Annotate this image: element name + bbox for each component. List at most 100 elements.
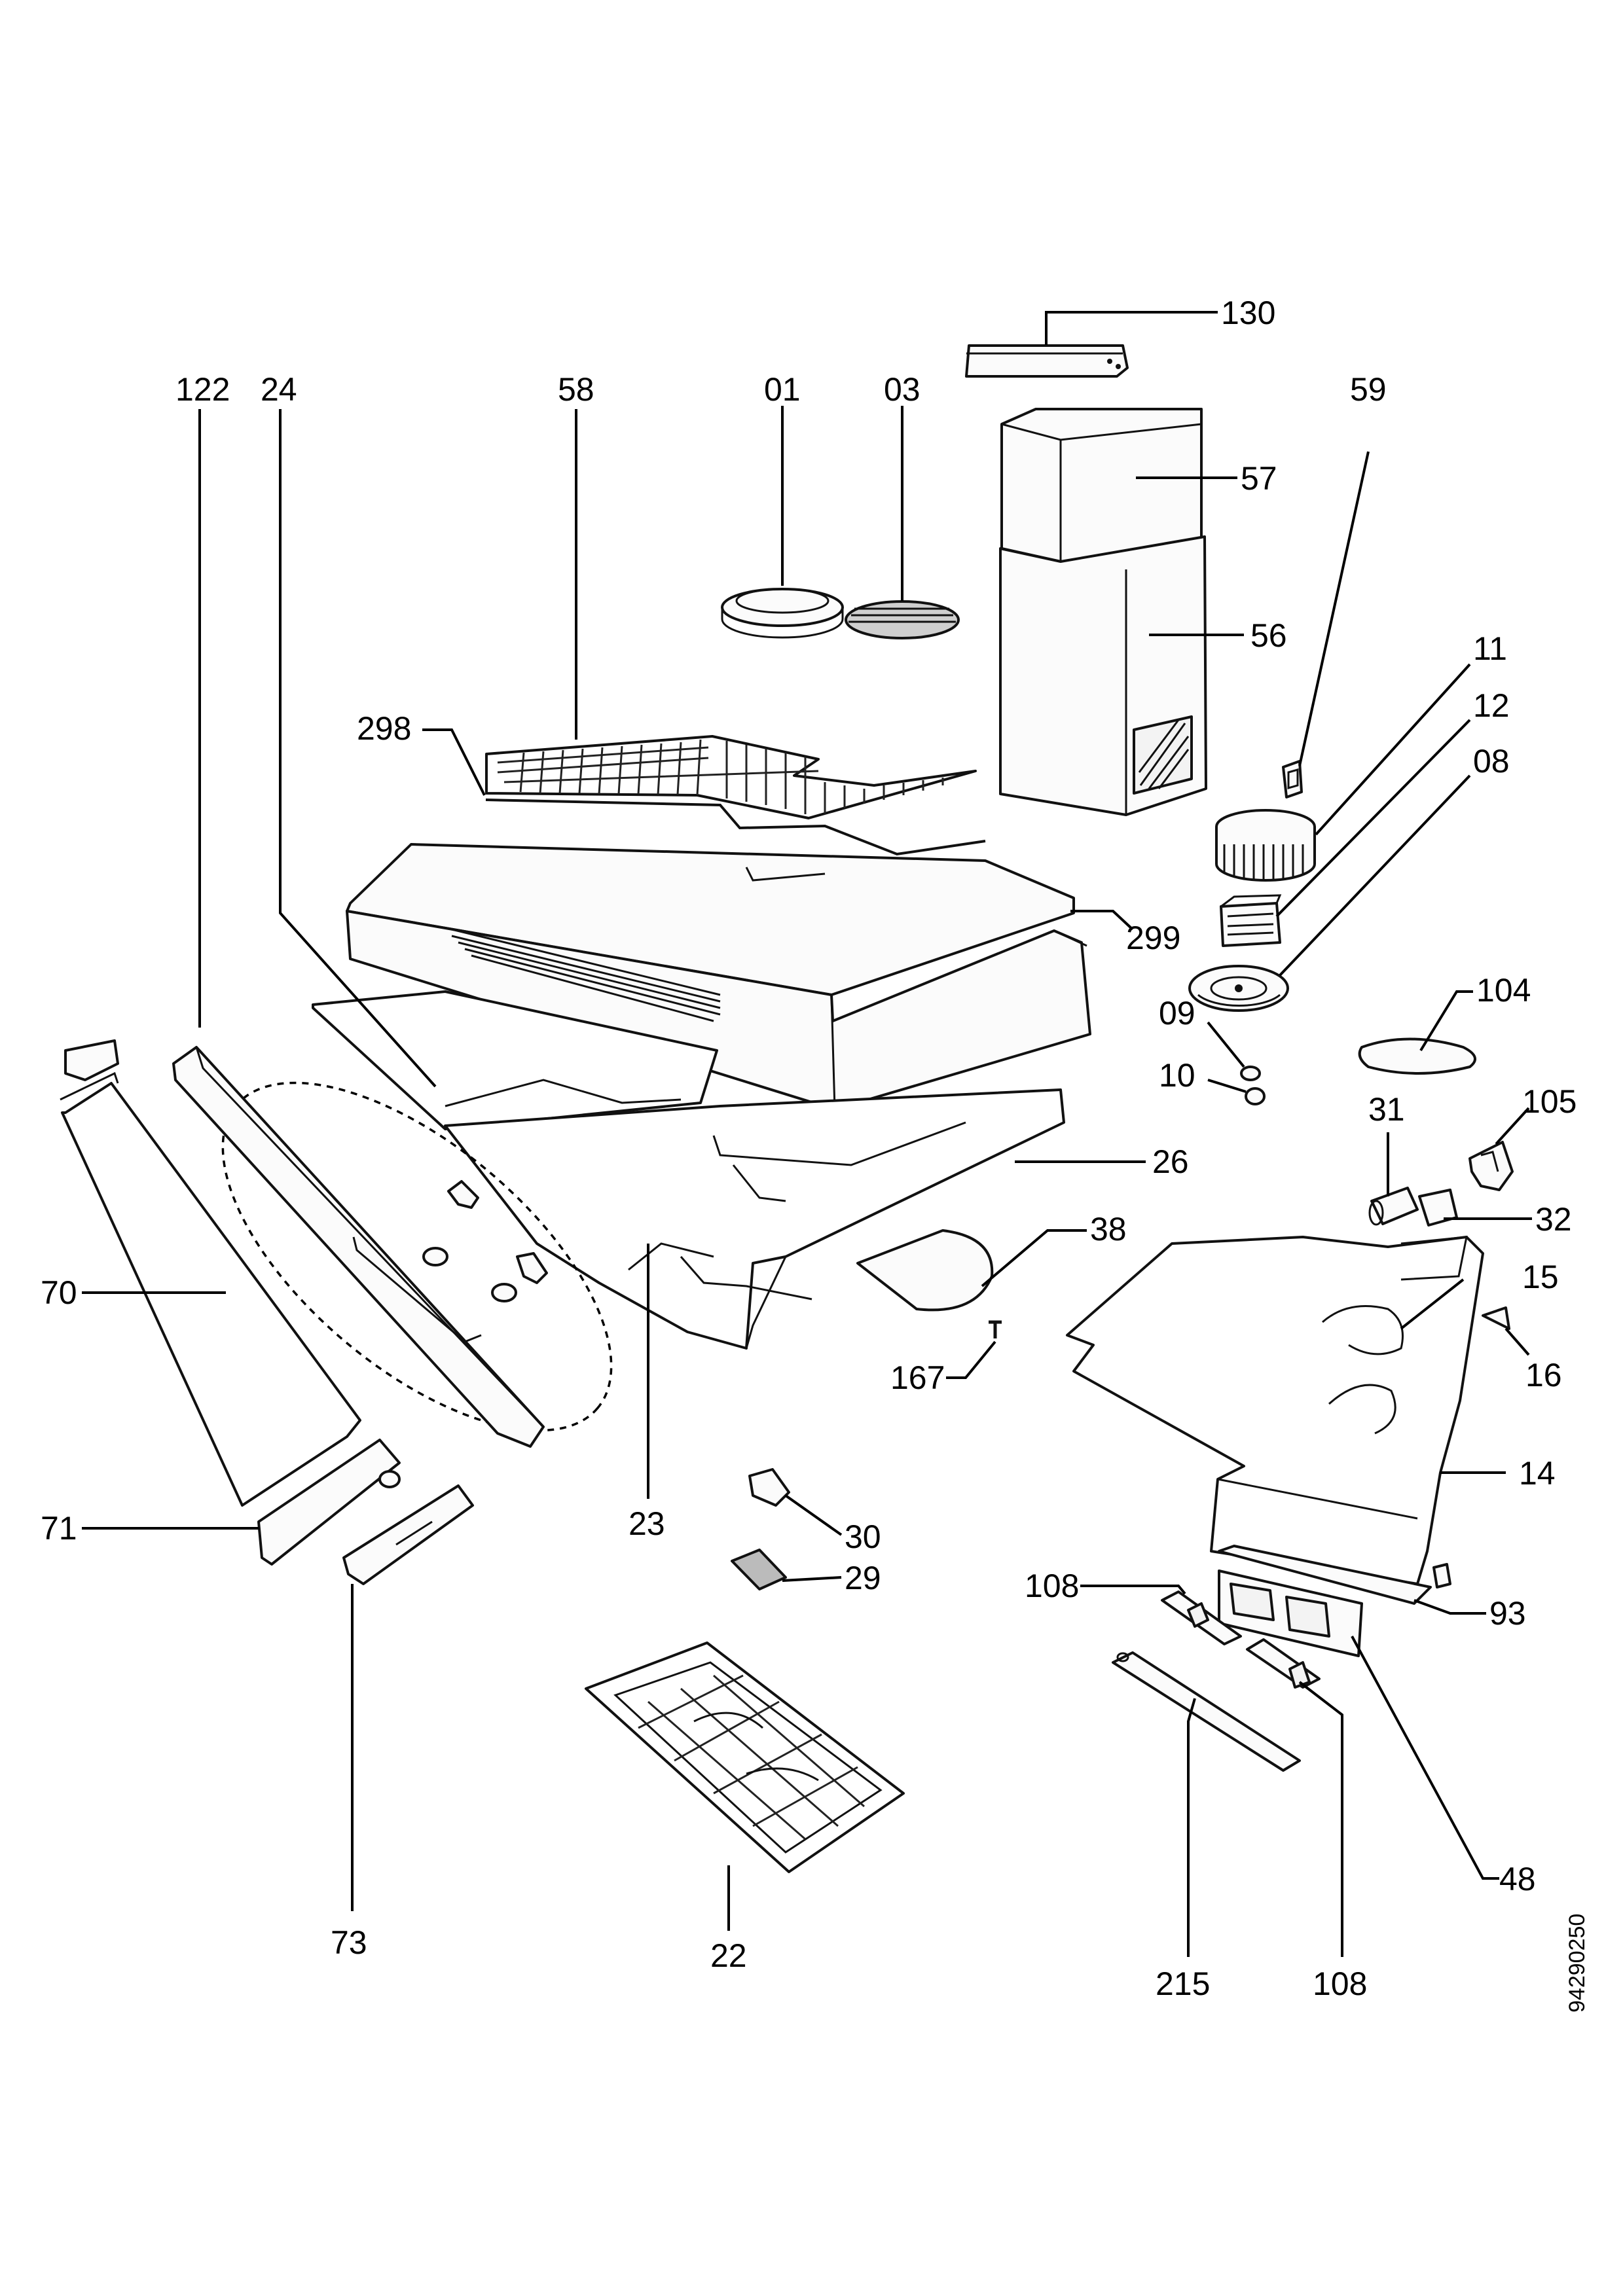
leader-59 — [1298, 451, 1370, 766]
leader-10 — [1207, 1079, 1247, 1093]
leader-29 — [782, 1576, 842, 1582]
part-104-lamp-cover — [1358, 1037, 1476, 1075]
callout-14: 14 — [1519, 1455, 1556, 1492]
callout-23: 23 — [629, 1505, 665, 1542]
leader-215 — [1187, 1698, 1196, 1957]
callout-70: 70 — [41, 1274, 77, 1311]
part-122-knobs — [422, 1180, 548, 1302]
leader-48 — [1351, 1636, 1499, 1880]
callout-57: 57 — [1241, 460, 1277, 497]
leader-108b — [1298, 1681, 1343, 1957]
leader-12 — [1275, 719, 1471, 918]
callout-56: 56 — [1250, 617, 1287, 654]
part-48-control-module — [1218, 1570, 1363, 1657]
part-09-knob — [1240, 1066, 1261, 1081]
leader-167 — [946, 1340, 996, 1379]
part-08-impeller — [1188, 965, 1289, 1012]
callout-105: 105 — [1522, 1083, 1577, 1120]
callout-298: 298 — [357, 710, 411, 747]
callout-03: 03 — [884, 371, 921, 408]
callout-48: 48 — [1499, 1861, 1536, 1897]
part-29-plate — [731, 1549, 787, 1590]
part-299-hood-body — [346, 843, 1091, 1111]
part-105-switch — [1468, 1141, 1514, 1191]
part-93-base-strip — [1218, 1545, 1432, 1605]
part-12-block — [1220, 894, 1282, 947]
callout-104: 104 — [1476, 972, 1531, 1009]
part-03-filter-disc — [845, 600, 960, 639]
callout-38: 38 — [1090, 1211, 1127, 1247]
leader-08 — [1279, 774, 1471, 977]
part-130-bracket — [965, 344, 1129, 378]
part-108a-bracket — [1161, 1590, 1242, 1645]
part-16-tab — [1482, 1306, 1510, 1330]
part-14-blower-housing — [1066, 1236, 1484, 1585]
callout-08: 08 — [1473, 743, 1510, 780]
callout-108a: 108 — [1025, 1568, 1079, 1604]
part-71-frame — [257, 1439, 401, 1566]
part-298-seal — [485, 798, 986, 856]
callout-122: 122 — [175, 371, 230, 408]
part-10-knob — [1245, 1087, 1266, 1105]
leader-38 — [981, 1229, 1087, 1287]
part-108b-bracket — [1246, 1638, 1321, 1689]
part-58-grid — [485, 735, 977, 819]
leader-108a — [1080, 1585, 1186, 1595]
callout-215: 215 — [1156, 1965, 1210, 2002]
callout-26: 26 — [1152, 1143, 1189, 1180]
leader-16 — [1504, 1327, 1530, 1356]
leader-105 — [1495, 1107, 1530, 1145]
callout-09: 09 — [1159, 995, 1195, 1031]
part-01-ring — [721, 588, 844, 639]
callout-29: 29 — [845, 1560, 881, 1596]
document-id: 94290250 — [1565, 1914, 1590, 2013]
part-26-filter-frame — [444, 1088, 1065, 1350]
leader-24 — [279, 409, 437, 1088]
callout-71: 71 — [41, 1510, 77, 1547]
callout-10: 10 — [1159, 1057, 1195, 1094]
leader-299 — [1070, 910, 1134, 931]
callout-130: 130 — [1221, 295, 1275, 331]
part-30-clip — [748, 1468, 790, 1507]
part-73-switch-strip — [342, 1484, 474, 1585]
part-11-motor — [1215, 809, 1316, 882]
callout-93: 93 — [1489, 1595, 1526, 1632]
callout-16: 16 — [1525, 1357, 1562, 1393]
leader-30 — [784, 1494, 843, 1536]
callout-73: 73 — [331, 1924, 367, 1961]
part-122-control-bar — [172, 1046, 545, 1448]
part-167-screw — [989, 1320, 1002, 1338]
part-small-tab — [1432, 1563, 1451, 1588]
callout-58: 58 — [558, 371, 594, 408]
part-31-lamp — [1368, 1187, 1419, 1226]
part-22-filter-tray — [585, 1641, 905, 1873]
callout-24: 24 — [261, 371, 297, 408]
callout-167: 167 — [890, 1359, 945, 1396]
callout-15: 15 — [1522, 1259, 1559, 1295]
leader-09 — [1207, 1021, 1245, 1068]
callout-32: 32 — [1535, 1201, 1572, 1238]
leader-130 — [1045, 311, 1218, 345]
callout-30: 30 — [845, 1518, 881, 1555]
part-38-grease-tray — [856, 1229, 994, 1312]
callout-22: 22 — [710, 1937, 747, 1974]
part-70-glass-panel — [60, 1039, 361, 1507]
leader-15 — [1400, 1278, 1465, 1330]
leader-298 — [422, 728, 486, 796]
callout-11: 11 — [1473, 630, 1507, 667]
part-215-strip — [1112, 1651, 1301, 1772]
callout-299: 299 — [1126, 920, 1180, 956]
callout-12: 12 — [1473, 687, 1510, 724]
callout-labels: 130 122 24 58 01 03 59 57 56 11 12 08 29… — [41, 295, 1590, 2013]
part-59-clip — [1282, 760, 1303, 798]
callout-31: 31 — [1368, 1091, 1405, 1128]
callout-01: 01 — [764, 371, 801, 408]
leader-104 — [1419, 990, 1473, 1052]
leader-11 — [1315, 663, 1471, 836]
part-56-lower-chimney — [999, 535, 1207, 816]
callout-59: 59 — [1350, 371, 1387, 408]
part-57-upper-chimney — [1000, 408, 1203, 563]
leader-93 — [1413, 1599, 1486, 1615]
part-24-panel — [312, 990, 718, 1130]
